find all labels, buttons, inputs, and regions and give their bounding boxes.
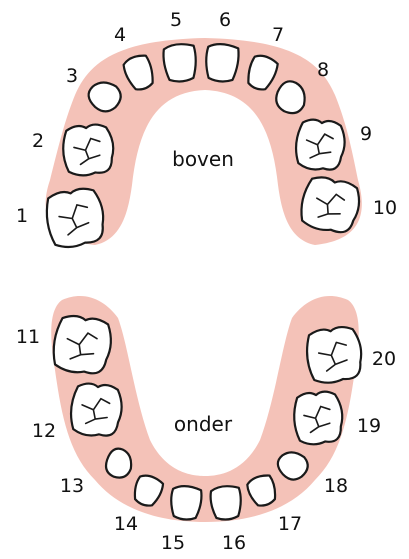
- lower-tooth-19: [292, 390, 344, 446]
- lower-tooth-11: [51, 314, 114, 377]
- molar-tooth-shape: [51, 314, 114, 377]
- tooth-number-13: 13: [60, 475, 84, 497]
- tooth-number-11: 11: [16, 326, 40, 348]
- tooth-number-7: 7: [272, 24, 284, 46]
- lower-jaw-label: onder: [174, 412, 233, 436]
- tooth-number-9: 9: [360, 123, 372, 145]
- tooth-number-8: 8: [317, 59, 329, 81]
- tooth-number-20: 20: [372, 348, 396, 370]
- tooth-number-2: 2: [32, 130, 44, 152]
- tooth-number-4: 4: [114, 24, 126, 46]
- tooth-number-19: 19: [357, 415, 381, 437]
- molar-tooth-shape: [304, 325, 365, 386]
- molar-tooth-shape: [292, 390, 344, 446]
- tooth-number-14: 14: [114, 513, 138, 535]
- molar-tooth-shape: [69, 382, 123, 438]
- tooth-number-3: 3: [66, 65, 78, 87]
- incisor-tooth-shape: [163, 43, 198, 83]
- lower-tooth-15: [170, 485, 203, 521]
- tooth-number-16: 16: [222, 532, 246, 554]
- incisor-tooth-shape: [170, 485, 203, 521]
- tooth-number-5: 5: [170, 9, 182, 31]
- upper-tooth-5: [163, 43, 198, 83]
- molar-tooth-shape: [294, 118, 346, 172]
- upper-tooth-6: [204, 43, 239, 83]
- lower-tooth-20: [304, 325, 365, 386]
- tooth-number-1: 1: [16, 205, 28, 227]
- tooth-number-12: 12: [32, 420, 56, 442]
- upper-tooth-2: [61, 123, 115, 177]
- upper-jaw-label: boven: [172, 147, 234, 171]
- tooth-number-6: 6: [219, 9, 231, 31]
- tooth-number-10: 10: [373, 197, 397, 219]
- molar-tooth-shape: [61, 123, 115, 177]
- tooth-number-15: 15: [161, 532, 185, 554]
- tooth-number-18: 18: [324, 475, 348, 497]
- lower-tooth-12: [69, 382, 123, 438]
- incisor-tooth-shape: [204, 43, 239, 83]
- lower-tooth-16: [210, 485, 243, 521]
- upper-tooth-9: [294, 118, 346, 172]
- tooth-number-17: 17: [278, 513, 302, 535]
- incisor-tooth-shape: [210, 485, 243, 521]
